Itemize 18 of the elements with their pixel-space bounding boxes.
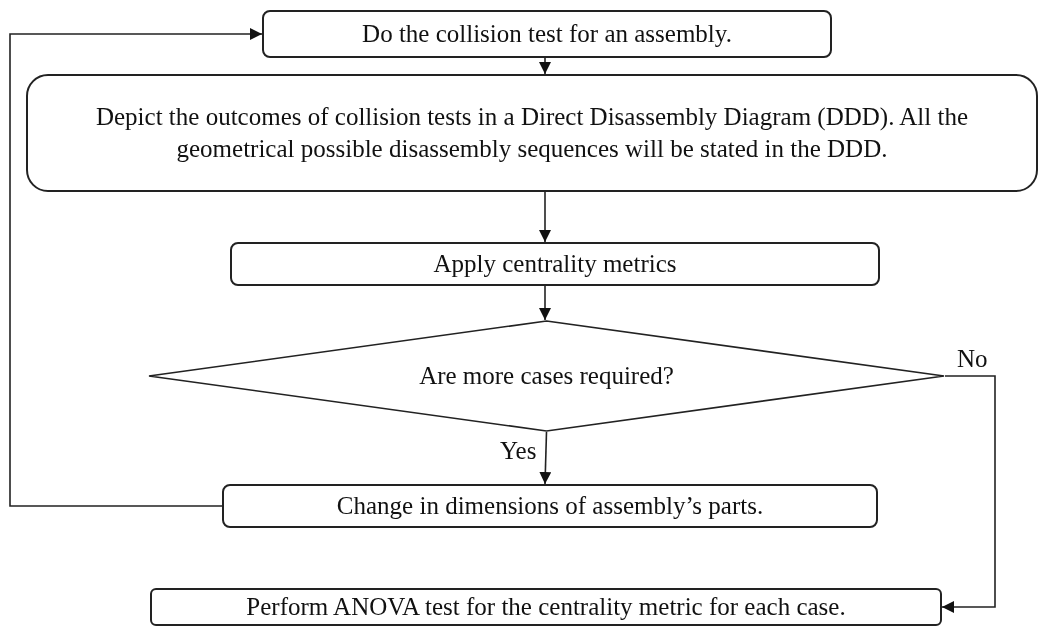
node-text: Apply centrality metrics (433, 248, 677, 279)
node-text: Perform ANOVA test for the centrality metric for each case. (246, 591, 846, 622)
arrow (9, 28, 263, 507)
decision-diamond (148, 320, 945, 432)
process-box (230, 242, 880, 286)
process-box (222, 484, 878, 528)
arrow (539, 57, 551, 75)
process-box (26, 74, 1038, 192)
arrow (539, 431, 552, 485)
process-box (262, 10, 832, 58)
node-text: Do the collision test for an assembly. (362, 18, 732, 49)
node-text: Change in dimensions of assembly’s parts. (336, 490, 764, 521)
node-text: Are more cases required? (419, 360, 674, 391)
arrow (941, 375, 996, 613)
node-text: Depict the outcomes of collision tests in a Direct Disassembly Diagram (DDD). All the geometrical possible disassembly sequences will be stated in the DDD. (94, 101, 969, 164)
arrow (539, 285, 551, 321)
process-box (150, 588, 942, 626)
arrow (539, 191, 551, 243)
